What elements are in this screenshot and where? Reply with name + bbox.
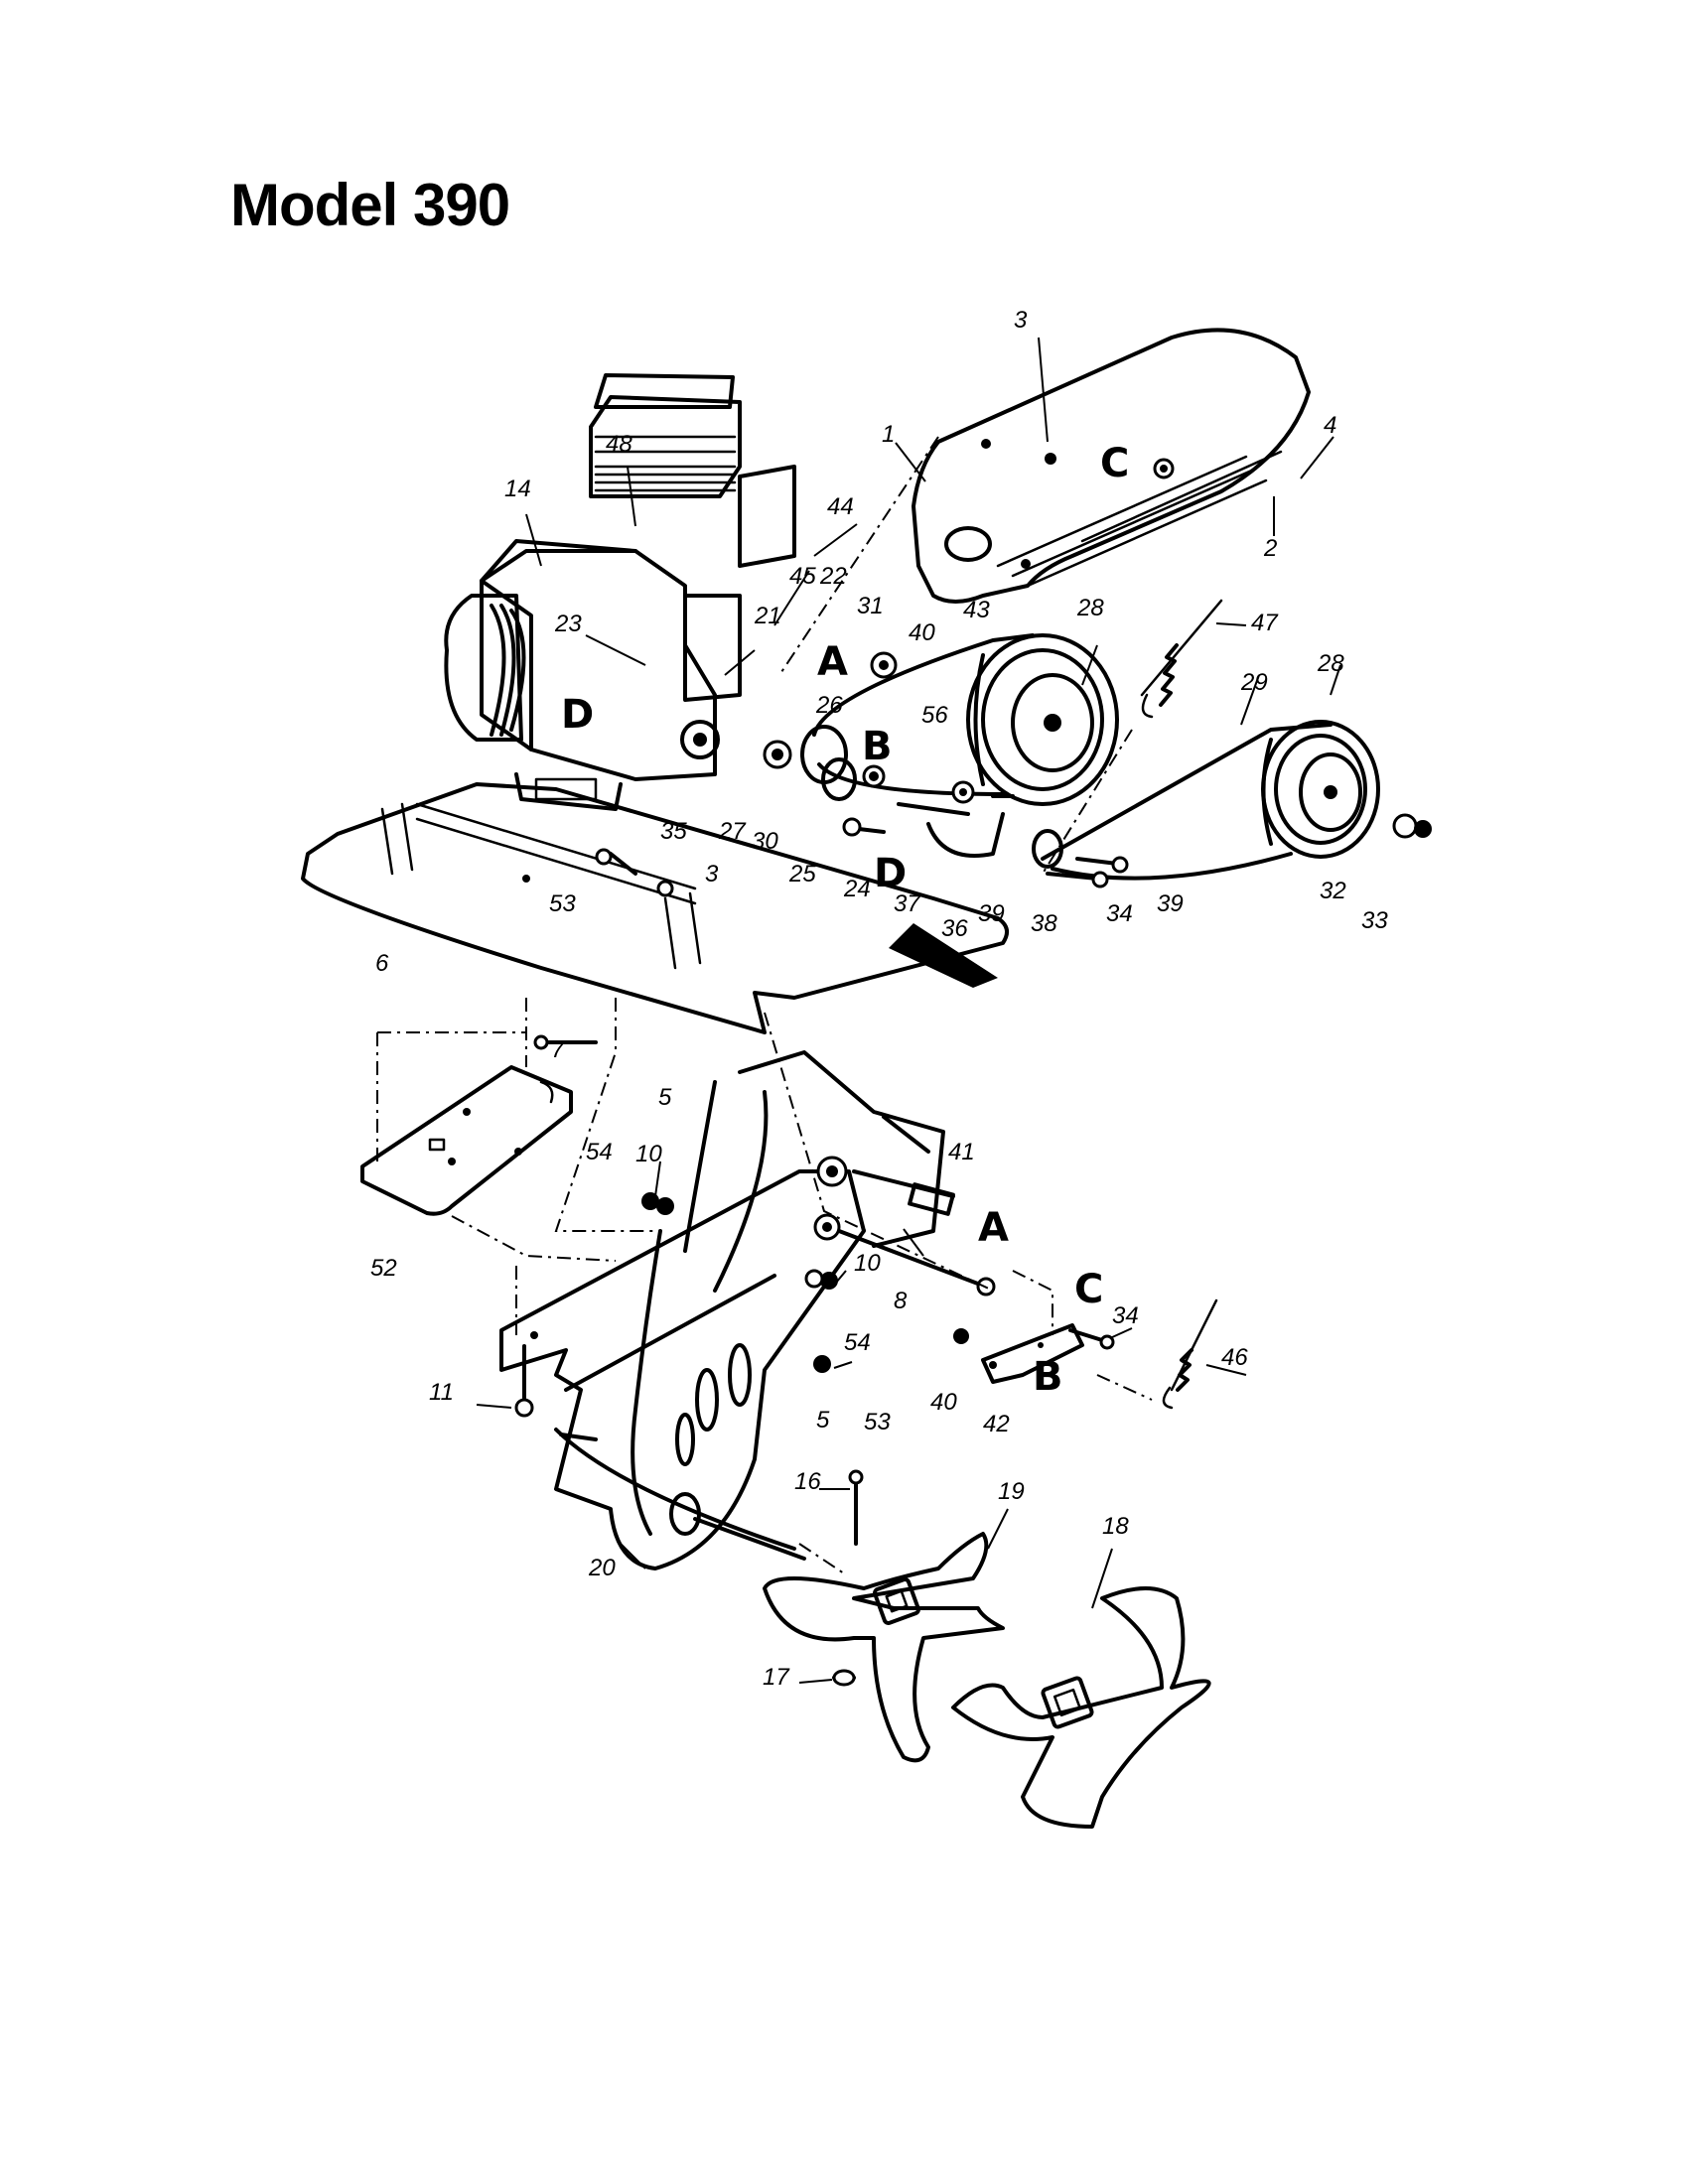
part-label-38: 38: [1031, 910, 1057, 937]
part-label-17: 17: [763, 1664, 790, 1691]
part-label-43: 43: [963, 597, 990, 623]
bolts: [842, 794, 1129, 888]
part-label-40: 40: [930, 1389, 957, 1416]
part-label-2: 2: [1263, 535, 1277, 562]
part-labels: 1 2 3 3 4 5 5 6 7 8 10 10 11 14 16 17 18…: [370, 307, 1388, 1691]
engine: [444, 373, 796, 811]
part-label-37: 37: [894, 890, 921, 917]
part-label-39: 39: [1157, 890, 1184, 917]
part-label-34: 34: [1112, 1302, 1139, 1329]
page-title: Model 390: [230, 172, 510, 238]
part-label-8: 8: [894, 1288, 908, 1314]
part-label-3: 3: [705, 861, 719, 887]
part-label-24: 24: [843, 876, 871, 902]
part-label-54: 54: [586, 1139, 613, 1165]
part-label-53: 53: [864, 1409, 891, 1435]
part-label-22: 22: [819, 563, 847, 590]
part-label-52: 52: [370, 1255, 397, 1282]
part-label-56: 56: [921, 702, 948, 729]
reference-letters: A A B B C C D D: [561, 441, 1129, 1400]
part-label-35: 35: [660, 818, 687, 845]
part-label-45: 45: [789, 563, 816, 590]
part-label-54: 54: [844, 1329, 871, 1356]
part-label-31: 31: [857, 593, 884, 619]
part-label-20: 20: [588, 1555, 616, 1581]
ref-letter-a: A: [978, 1205, 1009, 1251]
pulley-upper: [966, 633, 1119, 806]
pulley-lower: [1261, 720, 1380, 859]
ref-letter-b: B: [862, 724, 893, 769]
small-pulleys: [763, 651, 1432, 869]
tine-right: [951, 1586, 1211, 1829]
part-label-26: 26: [815, 692, 843, 719]
part-label-21: 21: [754, 603, 781, 629]
part-label-28: 28: [1076, 595, 1104, 621]
ref-letter-c: C: [1100, 441, 1129, 486]
part-label-39: 39: [978, 900, 1005, 927]
ref-letter-c: C: [1074, 1267, 1103, 1312]
part-label-6: 6: [375, 950, 389, 977]
ref-letter-d: D: [874, 851, 907, 896]
belt-cover: [912, 328, 1311, 604]
part-label-14: 14: [504, 476, 531, 502]
part-label-3: 3: [1014, 307, 1028, 334]
cylinder-fins: [594, 435, 737, 492]
tine-left: [763, 1532, 1005, 1763]
part-label-28: 28: [1317, 650, 1344, 677]
part-label-19: 19: [998, 1478, 1025, 1505]
part-label-23: 23: [554, 611, 582, 637]
part-label-16: 16: [794, 1468, 821, 1495]
part-label-47: 47: [1251, 610, 1279, 636]
part-label-11: 11: [429, 1379, 454, 1406]
part-label-10: 10: [635, 1141, 662, 1167]
part-label-5: 5: [816, 1407, 830, 1433]
ref-letter-d: D: [561, 692, 594, 738]
depth-plate: [360, 1065, 573, 1216]
tine-shield: [301, 782, 1009, 1034]
leader-lines: [476, 337, 1341, 1684]
part-label-29: 29: [1240, 669, 1268, 696]
ref-letter-b: B: [1033, 1354, 1063, 1400]
shafts: [554, 1169, 996, 1561]
part-label-7: 7: [551, 1036, 566, 1063]
spring-lower: [1162, 1298, 1218, 1410]
part-label-30: 30: [752, 828, 778, 855]
spring-upper: [1140, 599, 1223, 719]
part-label-53: 53: [549, 890, 576, 917]
part-label-32: 32: [1320, 878, 1346, 904]
part-label-27: 27: [718, 818, 747, 845]
part-label-10: 10: [854, 1250, 881, 1277]
part-label-1: 1: [882, 421, 895, 448]
tine-housing-frame: [499, 1050, 945, 1570]
part-label-42: 42: [983, 1411, 1010, 1437]
hardware: [514, 848, 969, 1687]
part-label-18: 18: [1102, 1513, 1129, 1540]
alignment-lines: [376, 436, 1153, 1574]
part-label-25: 25: [788, 861, 816, 887]
part-label-44: 44: [827, 493, 854, 520]
ref-letter-a: A: [817, 639, 848, 685]
part-label-33: 33: [1361, 907, 1388, 934]
bracket: [981, 1323, 1115, 1384]
part-label-46: 46: [1221, 1344, 1248, 1371]
part-label-40: 40: [909, 619, 935, 646]
part-label-5: 5: [658, 1084, 672, 1111]
part-label-34: 34: [1106, 900, 1133, 927]
part-label-4: 4: [1324, 412, 1336, 439]
part-label-48: 48: [606, 431, 632, 458]
part-label-36: 36: [941, 915, 968, 942]
part-label-41: 41: [948, 1139, 975, 1165]
